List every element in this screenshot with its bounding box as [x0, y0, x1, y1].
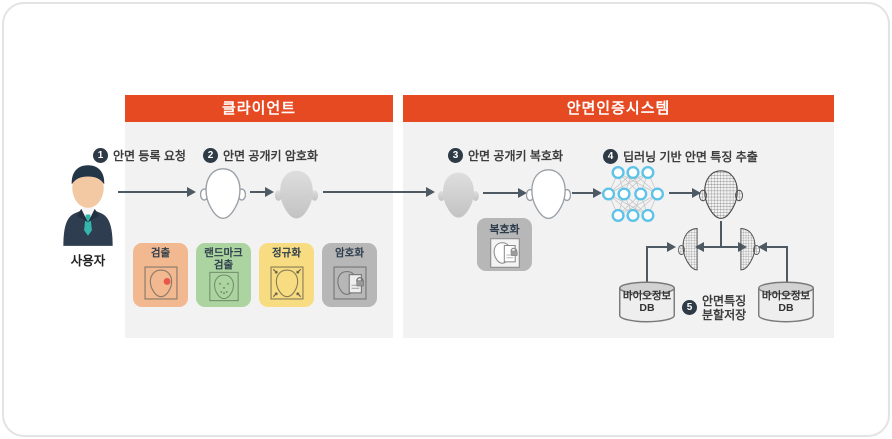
system-panel-header: 안면인증시스템: [403, 95, 834, 122]
database-cylinder-icon: [619, 281, 675, 323]
process-box-detect-label: 검출: [150, 247, 171, 259]
face-encrypted-client-icon: [274, 170, 319, 219]
process-box-landmark-label: 랜드마크 검출: [204, 247, 243, 271]
step-3-number: 3: [448, 148, 463, 163]
face-features-icon: [699, 170, 743, 219]
line-db-left: [646, 246, 648, 282]
step-5-number: 5: [682, 300, 697, 315]
step-5-text: 안면특징 분할저장: [702, 294, 747, 322]
client-panel-header: 클라이언트: [125, 95, 393, 122]
process-box-encrypt-label: 암호화: [335, 247, 364, 259]
user-person-icon: [63, 165, 113, 246]
process-box-detect: 검출: [133, 243, 188, 307]
landmark-face-icon: [208, 271, 239, 302]
process-box-normalize-label: 정규화: [272, 247, 301, 259]
step-5-label: 5 안면특징 분할저장: [682, 294, 746, 322]
database-right: 바이오정보 DB: [757, 281, 815, 323]
step-1-label: 1 안면 등록 요청: [93, 147, 186, 164]
process-box-normalize: 정규화: [259, 243, 314, 307]
arrow-split-right: [721, 242, 747, 252]
step-1-number: 1: [93, 148, 108, 163]
arrow-user-to-face: [118, 187, 196, 197]
step-4-number: 4: [603, 149, 618, 164]
line-db-right: [786, 246, 788, 282]
decrypt-box-label: 복호화: [489, 224, 520, 236]
arrow-db-left-to-half: [646, 242, 676, 252]
step-2-number: 2: [203, 148, 218, 163]
arrow-face-to-encrypted: [250, 187, 274, 197]
arrow-split-left: [695, 242, 721, 252]
decrypt-box: 복호화: [477, 218, 532, 271]
step-4-label: 4 딥러닝 기반 안면 특징 추출: [603, 148, 758, 165]
arrow-client-to-system: [323, 187, 435, 197]
database-cylinder-icon: [758, 281, 814, 323]
arrow-encrypted-to-decrypted: [483, 188, 527, 198]
normalize-face-icon: [269, 266, 304, 300]
face-decrypted-system-icon: [526, 169, 571, 220]
step-3-label: 3 안면 공개키 복호화: [448, 147, 563, 164]
arrow-face-to-nn: [572, 188, 602, 198]
step-2-label: 2 안면 공개키 암호화: [203, 147, 318, 164]
neural-network-icon: [602, 165, 664, 223]
database-right-label: 바이오정보 DB: [761, 290, 811, 314]
database-left: 바이오정보 DB: [618, 281, 676, 323]
user-label: 사용자: [70, 254, 106, 268]
process-box-encrypt: 암호화: [322, 243, 377, 307]
face-half-left-icon: [678, 228, 698, 271]
arrow-db-right-to-half: [758, 242, 788, 252]
encrypt-doc-lock-icon: [332, 266, 367, 300]
face-encrypted-system-icon: [438, 172, 479, 218]
process-box-landmark: 랜드마크 검출: [196, 243, 251, 307]
decrypt-doc-lock-icon: [489, 238, 520, 268]
face-plain-client-icon: [200, 168, 246, 220]
detect-face-icon: [143, 266, 178, 300]
line-features-down: [720, 221, 722, 247]
database-left-label: 바이오정보 DB: [622, 290, 672, 314]
arrow-nn-to-features: [669, 188, 701, 198]
